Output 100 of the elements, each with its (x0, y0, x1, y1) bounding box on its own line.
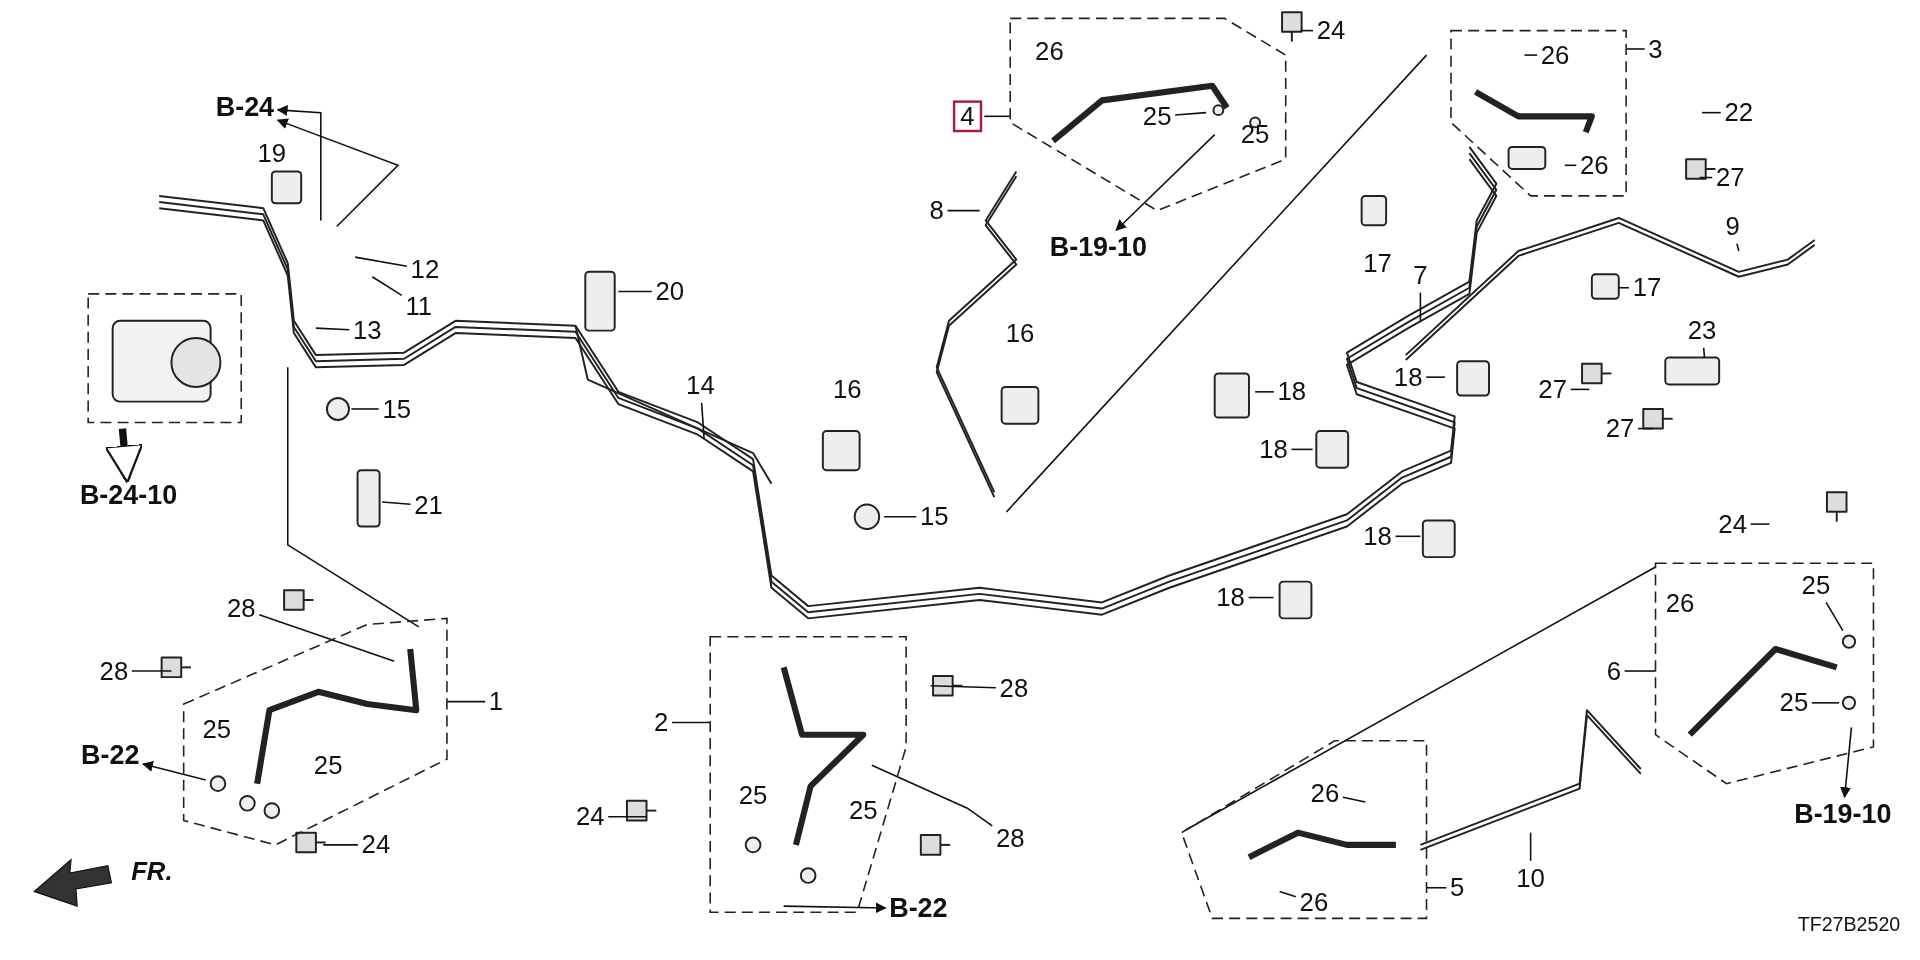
callout-number: 21 (413, 491, 445, 521)
callout-number: 25 (1778, 688, 1810, 718)
leader-line (1523, 54, 1538, 56)
leader-line (1701, 111, 1722, 114)
callout-number: 16 (832, 374, 863, 405)
leader-line (1290, 448, 1314, 451)
reference-arrow (276, 105, 322, 222)
callout-number: 2 (652, 707, 670, 738)
callout-number: 13 (351, 315, 383, 346)
leader-line (1299, 29, 1314, 32)
callout-number: 7 (1412, 260, 1429, 291)
reference-label: B-24 (214, 93, 276, 123)
leader-line (1618, 286, 1630, 289)
leader-line (1625, 48, 1646, 50)
reference-arrow (276, 118, 400, 228)
reference-arrow (141, 761, 207, 781)
callout-number: 25 (312, 750, 344, 780)
leader-line (946, 209, 981, 212)
leader-line (1749, 523, 1771, 525)
callout-number: 3 (1647, 34, 1664, 64)
callout-number: 10 (1515, 863, 1547, 893)
callout-number: 26 (1664, 589, 1696, 619)
callout-number: 26 (1309, 778, 1341, 809)
callout-number: 18 (1392, 362, 1424, 392)
leader-line (1425, 376, 1446, 378)
leader-line (1702, 346, 1706, 359)
callout-number: 26 (1298, 887, 1330, 918)
leader-line (1419, 291, 1422, 322)
callout-number: 27 (1537, 374, 1569, 405)
callout-number: 14 (684, 371, 716, 401)
leader-line (1174, 111, 1207, 116)
callout-number: 28 (998, 673, 1030, 703)
leader-line (322, 844, 359, 846)
leader-line (1623, 670, 1657, 672)
leader-line (371, 275, 403, 297)
leader-line (286, 366, 420, 628)
callout-number: 12 (409, 254, 441, 285)
callout-number: 18 (1257, 434, 1289, 465)
leader-line (871, 764, 993, 827)
callout-number: 15 (381, 394, 413, 424)
reference-arrow (1840, 726, 1853, 799)
leader-line (350, 408, 380, 410)
reference-label: B-19-10 (1792, 799, 1893, 829)
callout-number: 18 (1276, 377, 1308, 407)
callout-number: 20 (654, 276, 686, 307)
callout-number: 17 (1631, 273, 1663, 303)
callout-number: 27 (1604, 413, 1636, 444)
callout-number: 25 (737, 781, 769, 811)
callout-number: 23 (1686, 315, 1718, 346)
leader-line (1825, 601, 1844, 632)
callout-number: 9 (1724, 211, 1742, 242)
callout-number: 28 (225, 593, 257, 624)
leader-line (315, 327, 351, 331)
callout-number: 28 (98, 656, 130, 686)
callout-number: 5 (1448, 873, 1466, 903)
callout-number: 24 (360, 830, 392, 860)
leader-line (607, 815, 648, 818)
callout-number: 25 (201, 715, 233, 745)
reference-label: B-19-10 (1048, 232, 1149, 263)
callout-number: 8 (928, 195, 946, 226)
leader-line (1278, 890, 1297, 898)
leader-line (1736, 242, 1740, 252)
leader-line (1529, 831, 1532, 862)
callout-number: 27 (1714, 162, 1746, 193)
callout-number: 25 (847, 795, 879, 826)
callout-number: 25 (1239, 120, 1271, 150)
leader-line (381, 501, 412, 506)
callout-number: 15 (918, 502, 950, 532)
leader-line (1247, 596, 1275, 599)
leader-line (983, 115, 1011, 118)
reference-label: B-24-10 (78, 481, 179, 511)
callout-number: 18 (1362, 521, 1394, 551)
block-arrow (104, 428, 144, 484)
leader-line (1394, 535, 1422, 538)
leader-line (1811, 702, 1840, 704)
reference-arrow (1115, 133, 1216, 231)
leader-line (1569, 388, 1591, 391)
leader-line (1564, 164, 1578, 167)
leader-line (1254, 391, 1275, 393)
leader-line (1637, 427, 1654, 430)
callout-number: 18 (1215, 582, 1247, 613)
callout-number: 19 (256, 138, 288, 168)
callout-number: 24 (1315, 15, 1347, 46)
leader-line (883, 515, 918, 518)
leader-line (1342, 796, 1367, 803)
reference-arrow (782, 902, 887, 914)
leader-line (671, 721, 711, 724)
callout-number: 25 (1800, 570, 1832, 600)
callout-number: 22 (1723, 97, 1755, 128)
leader-line (131, 670, 173, 672)
callout-number: 17 (1362, 248, 1393, 278)
leader-line (446, 700, 486, 703)
reference-label: B-22 (887, 893, 949, 924)
callout-number: 11 (404, 291, 434, 321)
callout-number: 6 (1605, 656, 1623, 686)
callout-number: 26 (1578, 150, 1610, 180)
callout-number: 1 (487, 686, 505, 717)
leader-line (929, 684, 997, 689)
leader-line (700, 402, 705, 440)
callout-number: 24 (1717, 509, 1749, 539)
